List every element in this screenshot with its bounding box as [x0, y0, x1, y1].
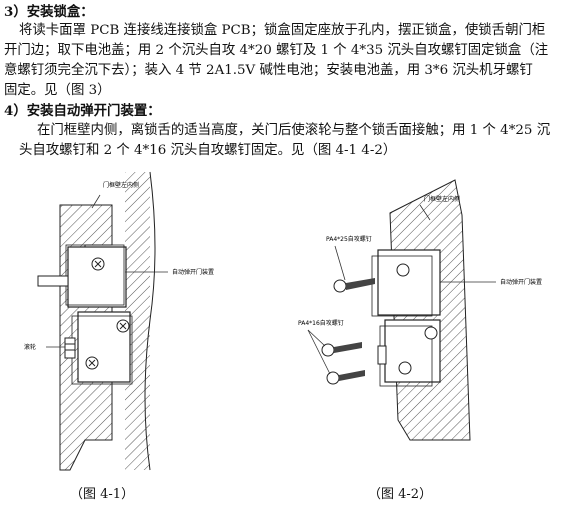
section4-heading: 4）安装自动弹开门装置： [4, 103, 161, 119]
device-upper-1 [67, 246, 127, 308]
figure-4-1: 门框壁左内侧 自动弹开门装置 滚轮 [24, 171, 214, 471]
screw-hole-icon [424, 326, 438, 340]
figure-4-2-caption: （图 4-2） [368, 487, 433, 502]
section3-line-3: 意螺钉须完全沉下去）；装入 4 节 2A1.5V 碱性电池；安装电池盖，用 3*… [4, 63, 533, 78]
wall-section-1 [125, 172, 150, 470]
callout-device-1: 自动弹开门装置 [172, 268, 214, 276]
roller-2 [377, 345, 387, 365]
screw-4x25 [333, 278, 375, 293]
screw-4x16-a [321, 342, 362, 357]
screw-hole-icon [396, 263, 410, 277]
section3-heading: 3）安装锁盒： [4, 4, 94, 20]
callout-roller-1: 滚轮 [24, 343, 36, 351]
section3-line-4: 固定。见（图 3） [4, 83, 111, 98]
section3-line-1: 将读卡面罩 PCB 连接线连接锁盒 PCB；锁盒固定座放于孔内，摆正锁盒，使锁舌… [19, 23, 546, 38]
section4-line-1: 在门框壁内侧，离锁舌的适当高度，关门后使滚轮与整个锁舌面接触；用 1 个 4*2… [37, 123, 551, 138]
callout-top-2: 门框壁左内侧 [424, 195, 460, 203]
latch-bolt-1 [37, 275, 69, 287]
roller-1 [64, 337, 76, 359]
callout-screw-4x25: PA4*25自攻螺钉 [326, 235, 372, 243]
callout-screw-4x16: PA4*16自攻螺钉 [298, 319, 344, 327]
figure-4-1-caption: （图 4-1） [70, 487, 135, 502]
device-upper-2 [377, 249, 441, 316]
callout-device-2: 自动弹开门装置 [500, 278, 542, 286]
callout-top-1: 门框壁左内侧 [103, 181, 139, 189]
screw-4x16-b [326, 370, 365, 385]
screw-hole-icon [398, 361, 412, 375]
section3-line-2: 开门边；取下电池盖；用 2 个沉头自攻 4*20 螺钉及 1 个 4*35 沉头… [4, 43, 549, 58]
figure-4-2: 门框壁左内侧 PA4*25自攻螺钉 PA4*16自攻螺钉 自动弹开门装置 [298, 179, 542, 441]
section4-line-2: 头自攻螺钉和 2 个 4*16 沉头自攻螺钉固定。见（图 4-1 4-2） [19, 143, 397, 158]
